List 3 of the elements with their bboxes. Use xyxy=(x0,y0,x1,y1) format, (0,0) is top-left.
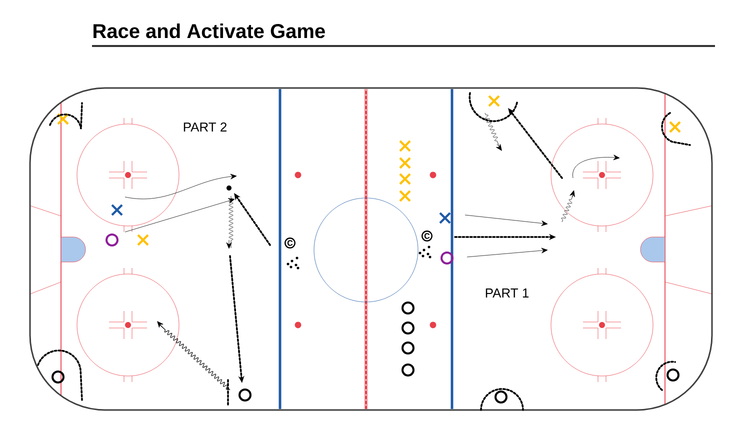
part-label: PART 1 xyxy=(484,288,530,298)
title: Race and Activate Game xyxy=(94,24,325,38)
part-label: PART 2 xyxy=(182,121,228,133)
